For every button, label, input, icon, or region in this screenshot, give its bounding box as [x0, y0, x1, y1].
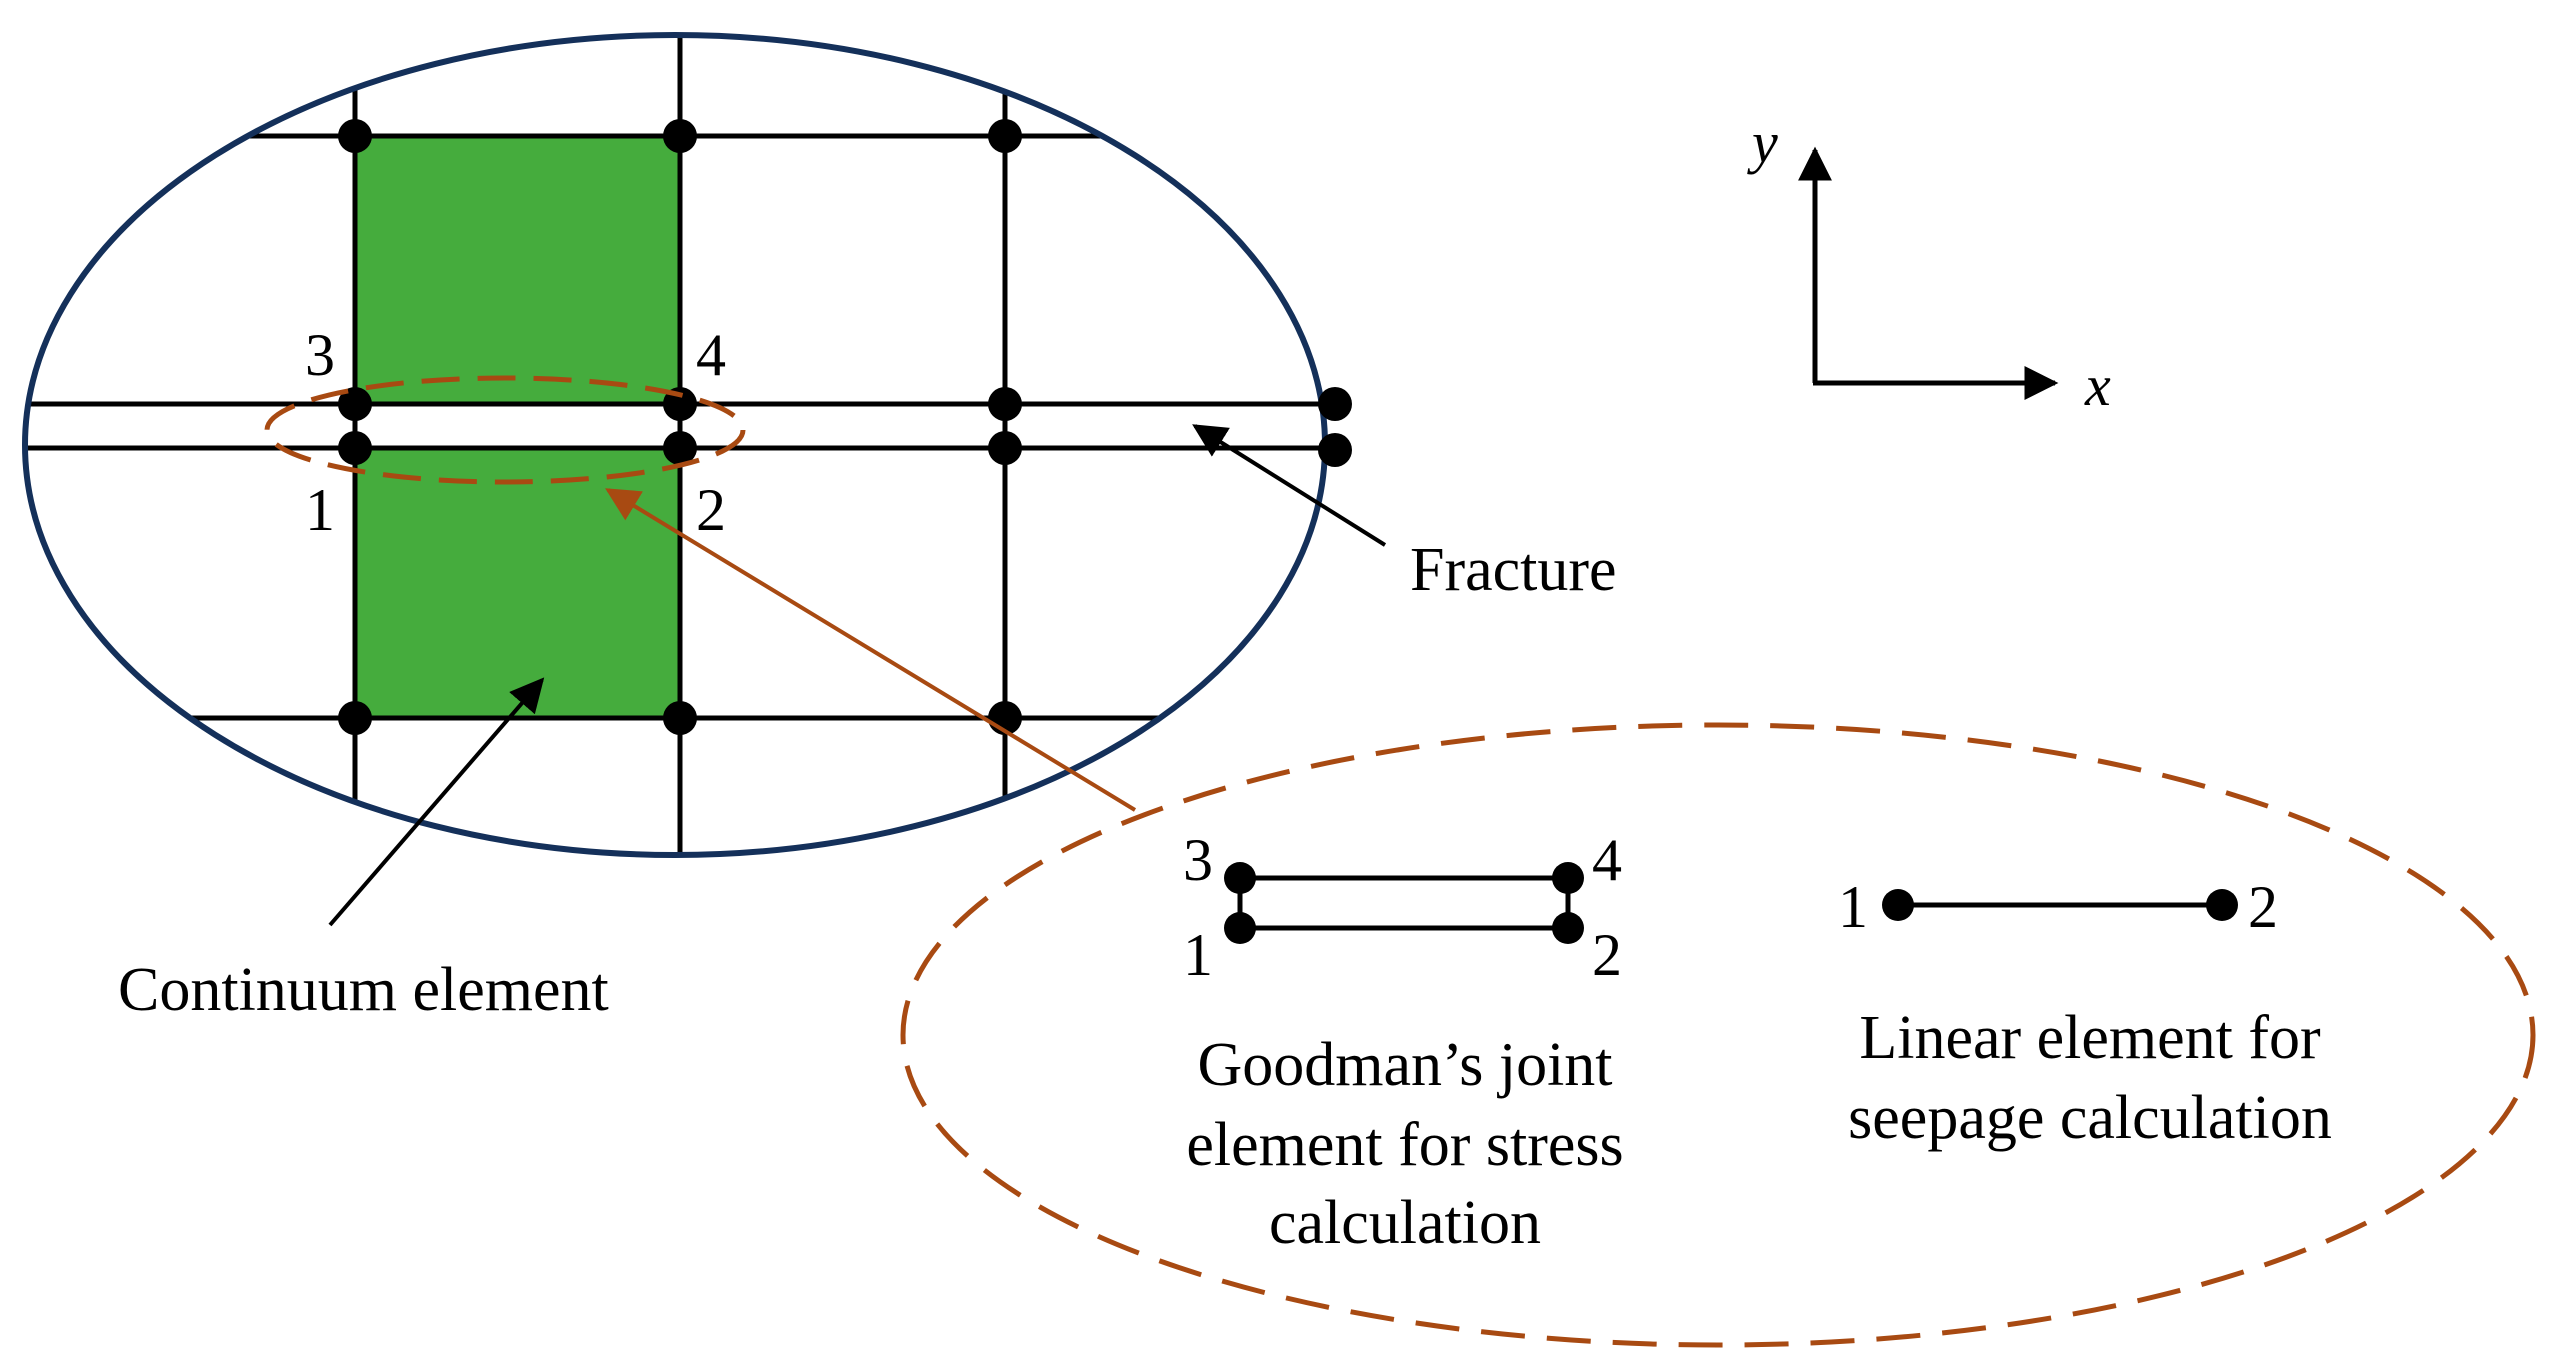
joint-caption-line3: calculation [1269, 1189, 1541, 1257]
coordinate-axes: y x [1747, 110, 2111, 418]
fracture-arrow [1192, 424, 1387, 547]
joint-caption-line2: element for stress [1186, 1111, 1623, 1179]
node [1318, 433, 1352, 467]
linear-node-2 [2206, 889, 2238, 921]
node [988, 387, 1022, 421]
node [1318, 387, 1352, 421]
linear-node-1 [1882, 889, 1914, 921]
node [338, 701, 372, 735]
detail-ellipse [900, 722, 2536, 1348]
x-axis-label: x [2084, 353, 2111, 418]
linear-caption-line2: seepage calculation [1848, 1084, 2332, 1152]
continuum-arrow [328, 677, 545, 927]
node [988, 119, 1022, 153]
mesh-nodes [338, 119, 1352, 735]
node [338, 119, 372, 153]
joint-node-2 [1552, 912, 1584, 944]
node-label-1: 1 [305, 477, 335, 543]
y-axis-label: y [1747, 110, 1778, 175]
goodman-joint-element: 3 4 1 2 Goodman’s joint element for stre… [1183, 827, 1624, 1257]
linear-seepage-element: 1 2 Linear element for seepage calculati… [1838, 874, 2332, 1152]
node [988, 431, 1022, 465]
joint-node-4 [1552, 862, 1584, 894]
node-1 [338, 431, 372, 465]
node-label-3: 3 [305, 322, 335, 388]
node-3 [338, 387, 372, 421]
joint-caption-line1: Goodman’s joint [1197, 1031, 1612, 1099]
linear-node-label-1: 1 [1838, 874, 1868, 940]
joint-node-label-4: 4 [1592, 827, 1622, 893]
joint-node-label-1: 1 [1183, 922, 1213, 988]
linear-caption-line1: Linear element for [1859, 1004, 2321, 1072]
joint-node-label-3: 3 [1183, 827, 1213, 893]
linear-node-label-2: 2 [2248, 874, 2278, 940]
continuum-element-upper [355, 136, 680, 404]
joint-node-3 [1224, 862, 1256, 894]
continuum-element-label: Continuum element [118, 956, 609, 1024]
joint-node-1 [1224, 912, 1256, 944]
node-4 [663, 387, 697, 421]
detail-link-arrow [605, 488, 1137, 812]
node [663, 701, 697, 735]
node-2 [663, 431, 697, 465]
node-label-4: 4 [696, 322, 726, 388]
fracture-label: Fracture [1410, 536, 1617, 604]
joint-element-rect [1237, 875, 1571, 931]
continuum-element-lower [355, 448, 680, 718]
joint-highlight-ellipse [264, 375, 746, 485]
node [663, 119, 697, 153]
node-label-2: 2 [696, 477, 726, 543]
joint-node-label-2: 2 [1592, 922, 1622, 988]
